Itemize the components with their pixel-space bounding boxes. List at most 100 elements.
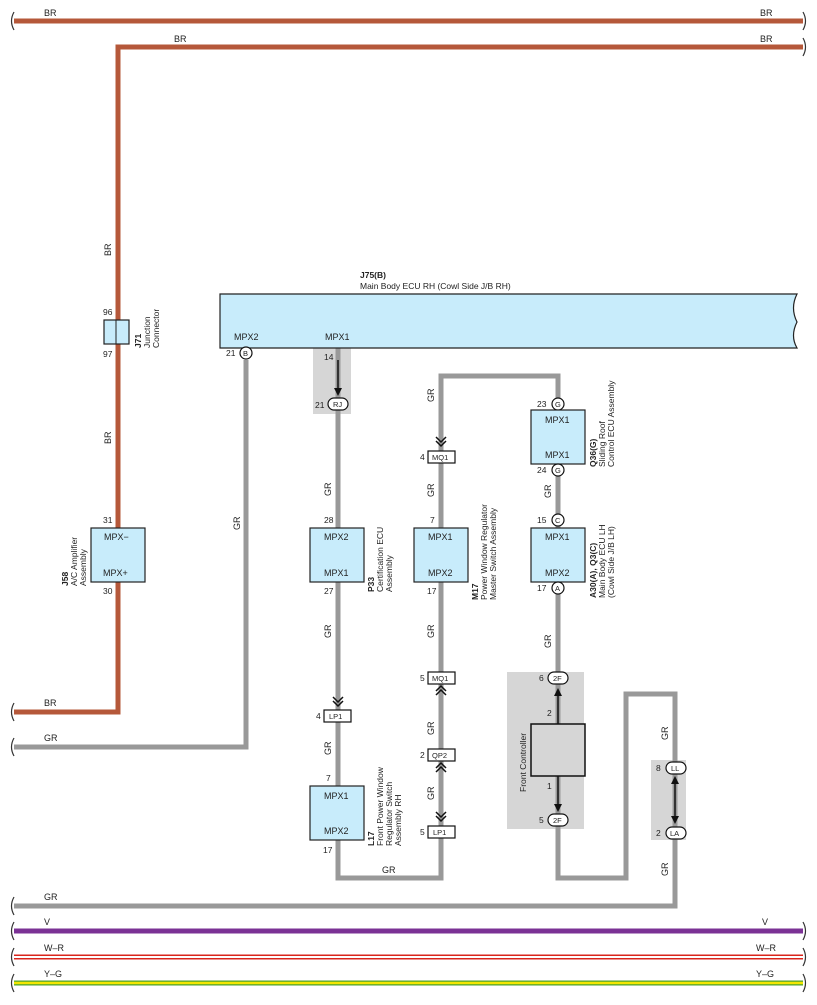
q36-term-top-code: G — [555, 400, 561, 409]
label-gr-4: GR — [382, 865, 396, 875]
mq1-bottom-pin: 5 — [420, 673, 425, 683]
a30-term-bottom-code: A — [555, 584, 560, 593]
wire-break-right — [802, 11, 807, 993]
a30-pin-top: 15 — [537, 515, 547, 525]
a30-term-bottom — [551, 581, 565, 595]
l17-port-top: MPX1 — [324, 791, 349, 801]
p33-pin-top: 28 — [324, 515, 334, 525]
fc-arrow-down-head — [554, 804, 562, 812]
q36-term-bottom — [551, 463, 565, 477]
label-gr-5: GR — [426, 388, 436, 402]
j58-name-2: Assembly — [78, 548, 88, 586]
m17-pin-bottom: 17 — [427, 586, 437, 596]
wire-br-second — [14, 44, 803, 715]
label-gr-b21-vertical: GR — [232, 516, 242, 530]
j71-id: J71 — [133, 334, 143, 348]
label-gr-10: GR — [543, 484, 553, 498]
j71-pin-top: 96 — [103, 307, 113, 317]
q36-term-bottom-code: G — [555, 466, 561, 475]
a30-id: A30(A), Q3(C) — [588, 543, 598, 598]
p33-name-2: Assembly — [384, 554, 394, 592]
j58-port-bottom: MPX+ — [103, 568, 128, 578]
f2-bottom-code: 2F — [553, 816, 562, 825]
l17-name-1: Front Power Window — [375, 766, 385, 846]
label-wr-left: W–R — [44, 943, 65, 953]
fc-pin-bottom: 1 — [547, 781, 552, 791]
label-gr-11: GR — [543, 634, 553, 648]
f2-bottom-pin: 5 — [539, 815, 544, 825]
lp1-left-code: LP1 — [329, 712, 342, 721]
label-v-right: V — [762, 917, 768, 927]
mq1-top-terminal — [427, 450, 456, 464]
j71-pin-bottom: 97 — [103, 349, 113, 359]
fc-body — [530, 723, 586, 777]
wire-gr-p33-l17 — [14, 348, 678, 909]
rj-terminal — [327, 397, 349, 411]
a30-term-top — [551, 513, 565, 527]
label-gr-2: GR — [323, 624, 333, 638]
wire-gr-b21 — [14, 360, 249, 750]
label-br-top-right: BR — [760, 8, 773, 18]
m17-name-1: Power Window Regulator — [479, 504, 489, 600]
p33-port-top: MPX2 — [324, 532, 349, 542]
lp1-right-code: LP1 — [433, 828, 446, 837]
lp1-left-pin: 4 — [316, 711, 321, 721]
qp2-terminal — [427, 748, 456, 762]
f2-top-code: 2F — [553, 674, 562, 683]
q36-id: Q36(G) — [588, 438, 598, 467]
l17-pin-top: 7 — [326, 773, 331, 783]
p33-name-1: Certification ECU — [375, 527, 385, 592]
label-gr-7: GR — [426, 624, 436, 638]
b21-code: B — [243, 349, 248, 358]
rj-pin: 21 — [315, 400, 325, 410]
label-br-vertical-1: BR — [103, 243, 113, 256]
j71-name-1: Junction — [142, 316, 152, 348]
m17-pin-top: 7 — [430, 515, 435, 525]
j58-pin-bottom: 30 — [103, 586, 113, 596]
q36-pin-bottom: 24 — [537, 465, 547, 475]
label-gr-b21-bottom: GR — [44, 733, 58, 743]
q36-body — [530, 409, 586, 465]
q36-name-2: Control ECU Assembly — [606, 380, 616, 467]
q36-port-bottom: MPX1 — [545, 450, 570, 460]
mq1-top-code: MQ1 — [432, 453, 448, 462]
a30-term-top-code: C — [555, 516, 561, 525]
mq1-top-pin: 4 — [420, 452, 425, 462]
p33-body — [309, 527, 365, 583]
m17-id: M17 — [470, 583, 480, 600]
rj-src-pin: 14 — [324, 352, 334, 362]
rj-arrow-head — [334, 388, 342, 396]
label-gr-13: GR — [660, 862, 670, 876]
p33-pin-bottom: 27 — [324, 586, 334, 596]
la-code: LA — [670, 829, 679, 838]
b21-pin: 21 — [226, 348, 236, 358]
j75-body — [219, 293, 799, 349]
fc-name: Front Controller — [518, 733, 528, 792]
p33-id: P33 — [366, 577, 376, 592]
qp2-code: QP2 — [432, 751, 447, 760]
q36-port-top: MPX1 — [545, 415, 570, 425]
l17-name-2: Regulator Switch — [384, 781, 394, 846]
la-arrow-head — [671, 816, 679, 824]
m17-name-2: Master Switch Assembly — [488, 507, 498, 600]
m17-body — [413, 527, 469, 583]
l17-pin-bottom: 17 — [323, 845, 333, 855]
j58-id: J58 — [60, 572, 70, 586]
lp1-right-pin: 5 — [420, 827, 425, 837]
l17-id: L17 — [366, 831, 376, 846]
q36-pin-top: 23 — [537, 399, 547, 409]
label-gr-1: GR — [323, 482, 333, 496]
la-terminal — [665, 826, 687, 840]
j58-body — [90, 527, 146, 583]
label-gr-9: GR — [426, 786, 436, 800]
label-br-second-right: BR — [760, 34, 773, 44]
lp1-left-terminal — [323, 709, 352, 723]
fc-pin-top: 2 — [547, 708, 552, 718]
ll-arrow-head — [671, 776, 679, 784]
q36-name-1: Sliding Roof — [597, 421, 607, 467]
label-yg-right: Y–G — [756, 969, 774, 979]
j58-pin-top: 31 — [103, 515, 113, 525]
j75-port-mpx1: MPX1 — [325, 332, 350, 342]
a30-body — [530, 527, 586, 583]
a30-pin-bottom: 17 — [537, 583, 547, 593]
